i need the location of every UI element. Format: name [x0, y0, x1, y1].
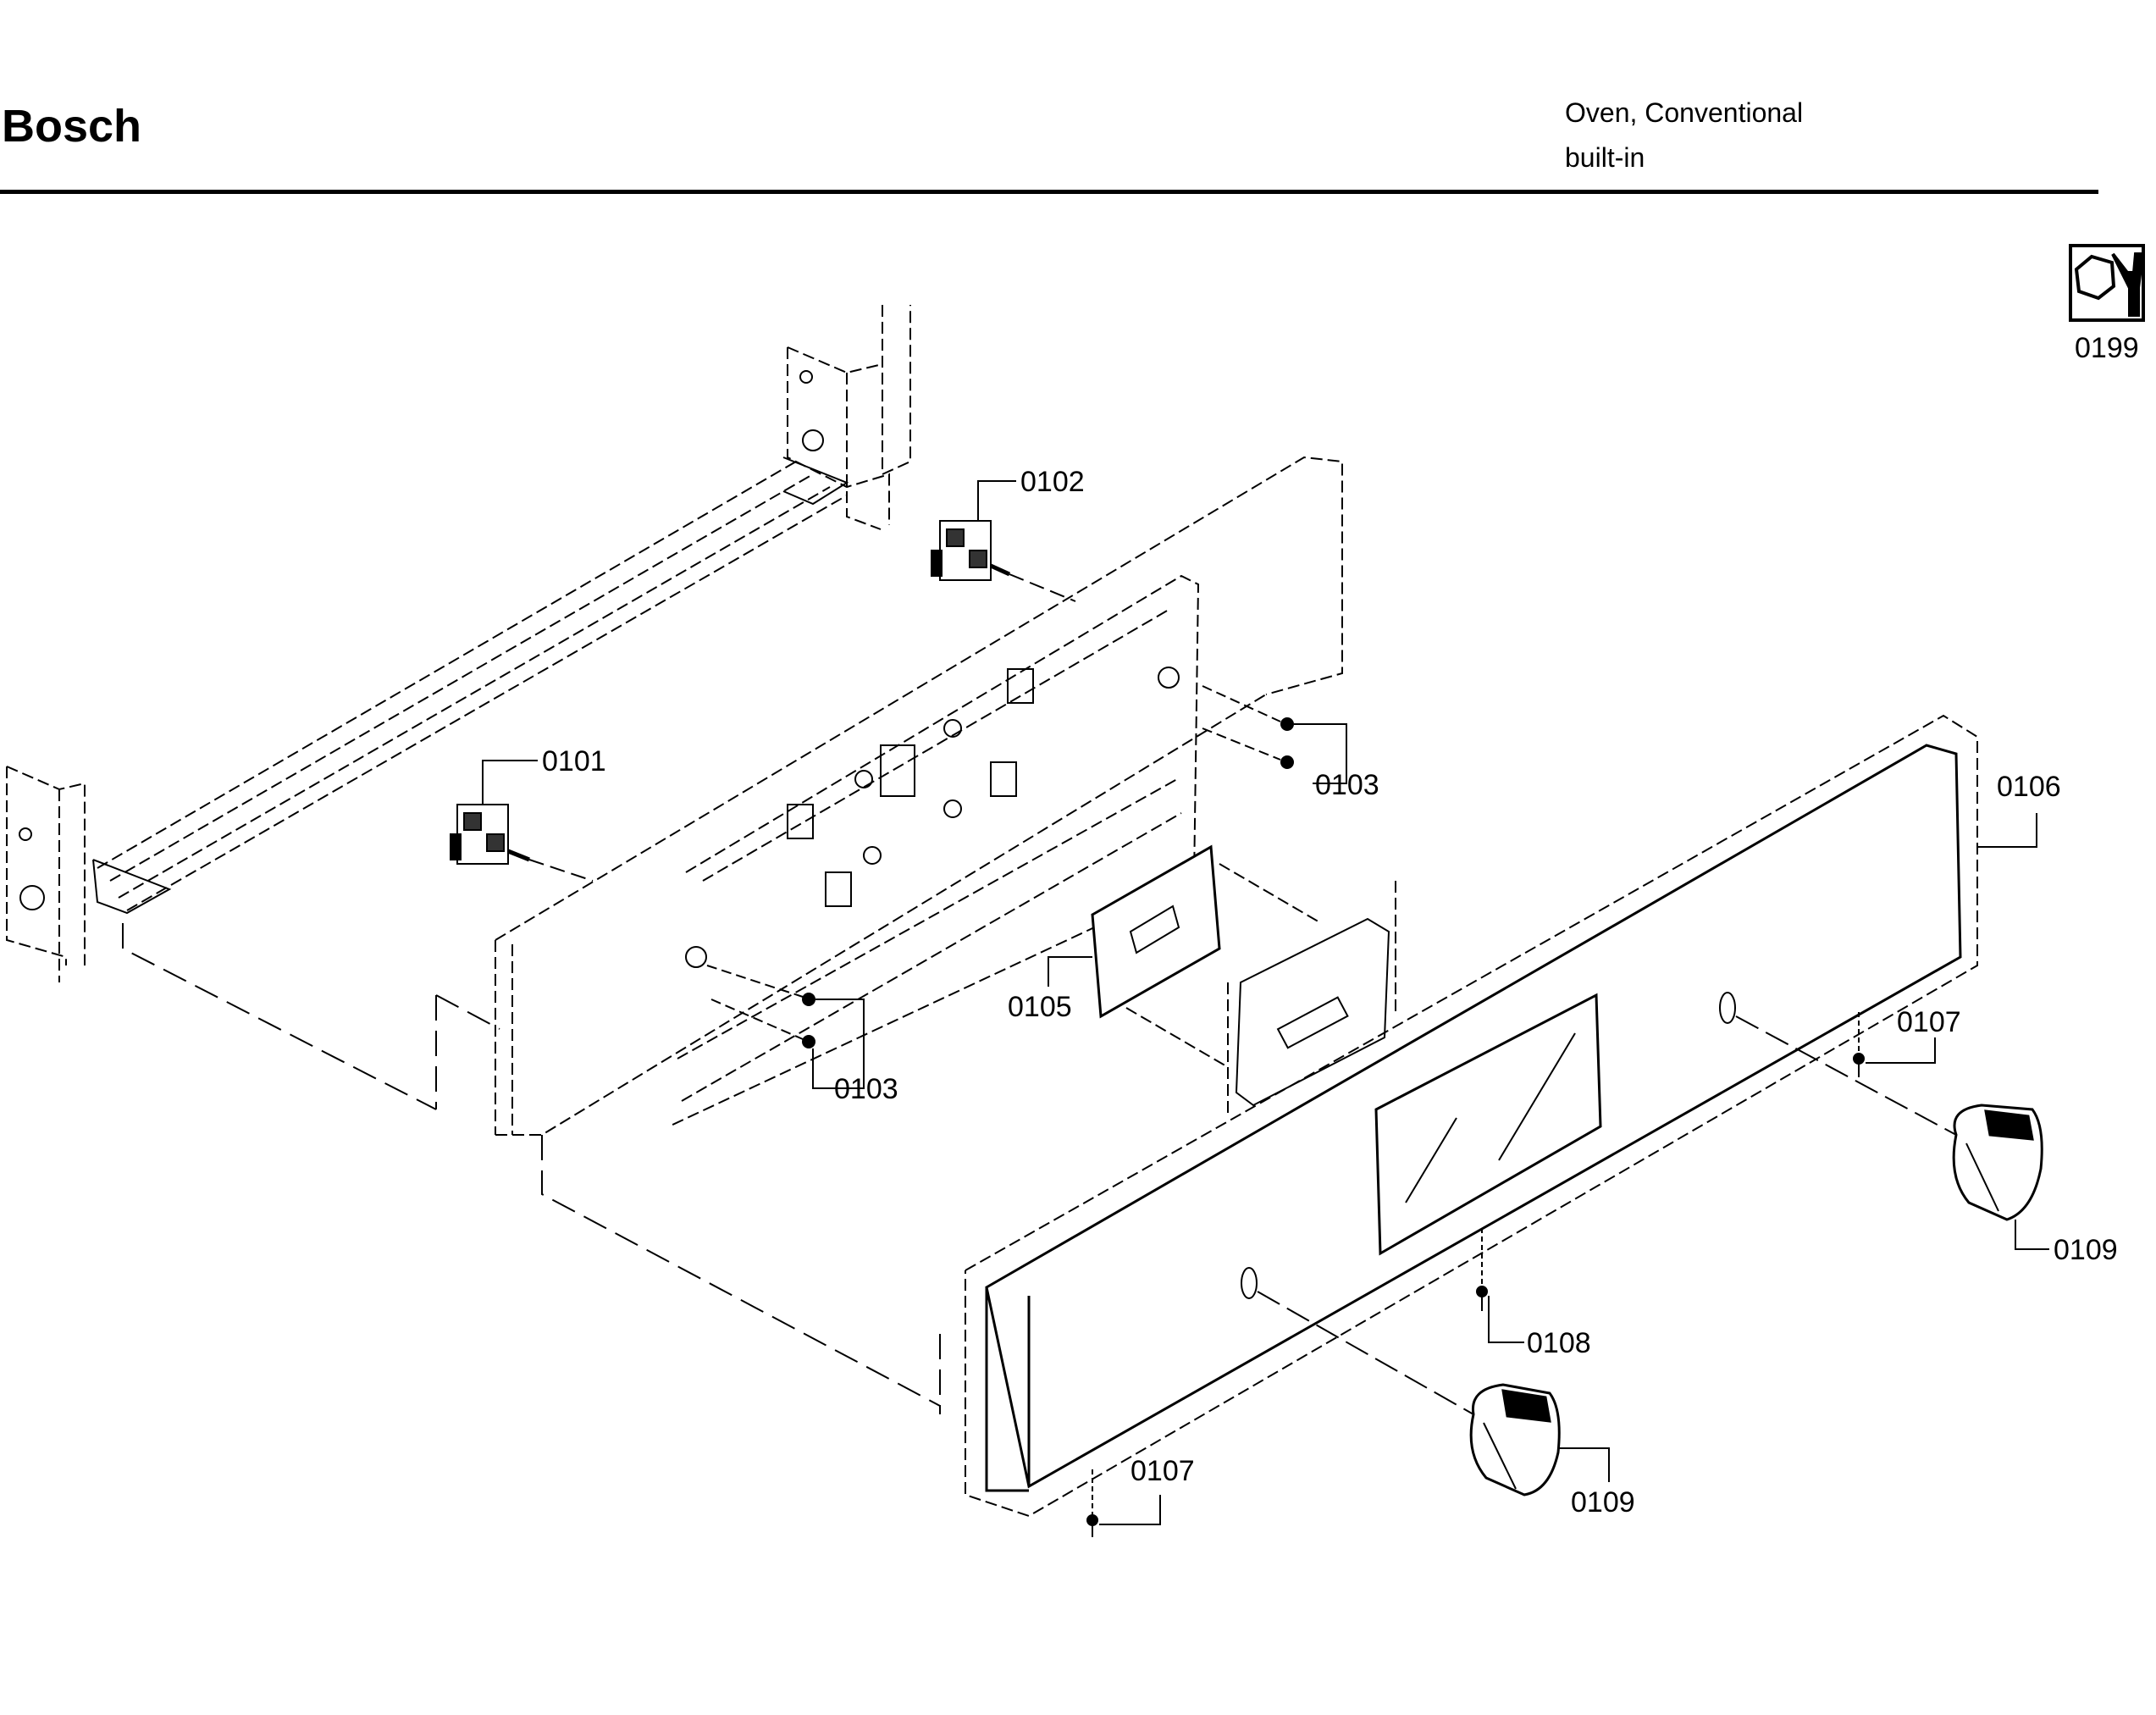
callout-0107-left: 0107: [1131, 1455, 1195, 1487]
callout-0105: 0105: [1008, 991, 1072, 1023]
screw-0103-lower: [706, 965, 865, 1089]
wrench-nut-icon: [2069, 244, 2145, 322]
product-type: Oven, Conventional: [1565, 97, 1804, 128]
leader-0109-left: [1558, 1447, 1610, 1482]
callout-0199: 0199: [2075, 332, 2139, 364]
callout-0109-left: 0109: [1571, 1486, 1635, 1519]
rear-right-bracket: [787, 305, 911, 530]
screw-0107-left: [1086, 1469, 1161, 1537]
circuit-board-0105: [1091, 844, 1322, 1068]
leader-0105: [1048, 956, 1092, 987]
callout-0106: 0106: [1997, 771, 2061, 803]
callout-0101: 0101: [542, 745, 606, 777]
assembly-guide-lines: [122, 923, 941, 1414]
screw-0103-upper: [1202, 685, 1347, 784]
control-frame: [495, 456, 1343, 1136]
brand-title: Bosch: [2, 101, 142, 152]
knob-0109-right: [1735, 1015, 2043, 1221]
front-panel-0106: [965, 714, 1978, 1518]
leader-0101: [482, 760, 538, 805]
selector-switch-0101: [450, 804, 594, 882]
header-divider: [0, 190, 2098, 194]
left-side-bracket: [6, 766, 86, 982]
leader-0102: [977, 480, 1016, 521]
top-rail: [92, 456, 849, 915]
callout-0103-lower: 0103: [834, 1073, 898, 1105]
callout-0102: 0102: [1020, 466, 1085, 498]
callout-0109-right: 0109: [2054, 1234, 2118, 1266]
screw-0108: [1476, 1228, 1524, 1343]
product-subtype: built-in: [1565, 142, 1645, 173]
callout-0103-upper: 0103: [1315, 769, 1379, 801]
leader-0109-right: [2015, 1220, 2049, 1250]
leader-0106: [1977, 813, 2037, 848]
selector-switch-0102: [931, 520, 1076, 602]
callout-0107-right: 0107: [1897, 1006, 1961, 1038]
knob-0109-left: [1257, 1291, 1561, 1496]
callout-0108: 0108: [1527, 1327, 1591, 1359]
mounting-plate: [1227, 881, 1396, 1118]
screw-0107-right: [1853, 1012, 1936, 1077]
